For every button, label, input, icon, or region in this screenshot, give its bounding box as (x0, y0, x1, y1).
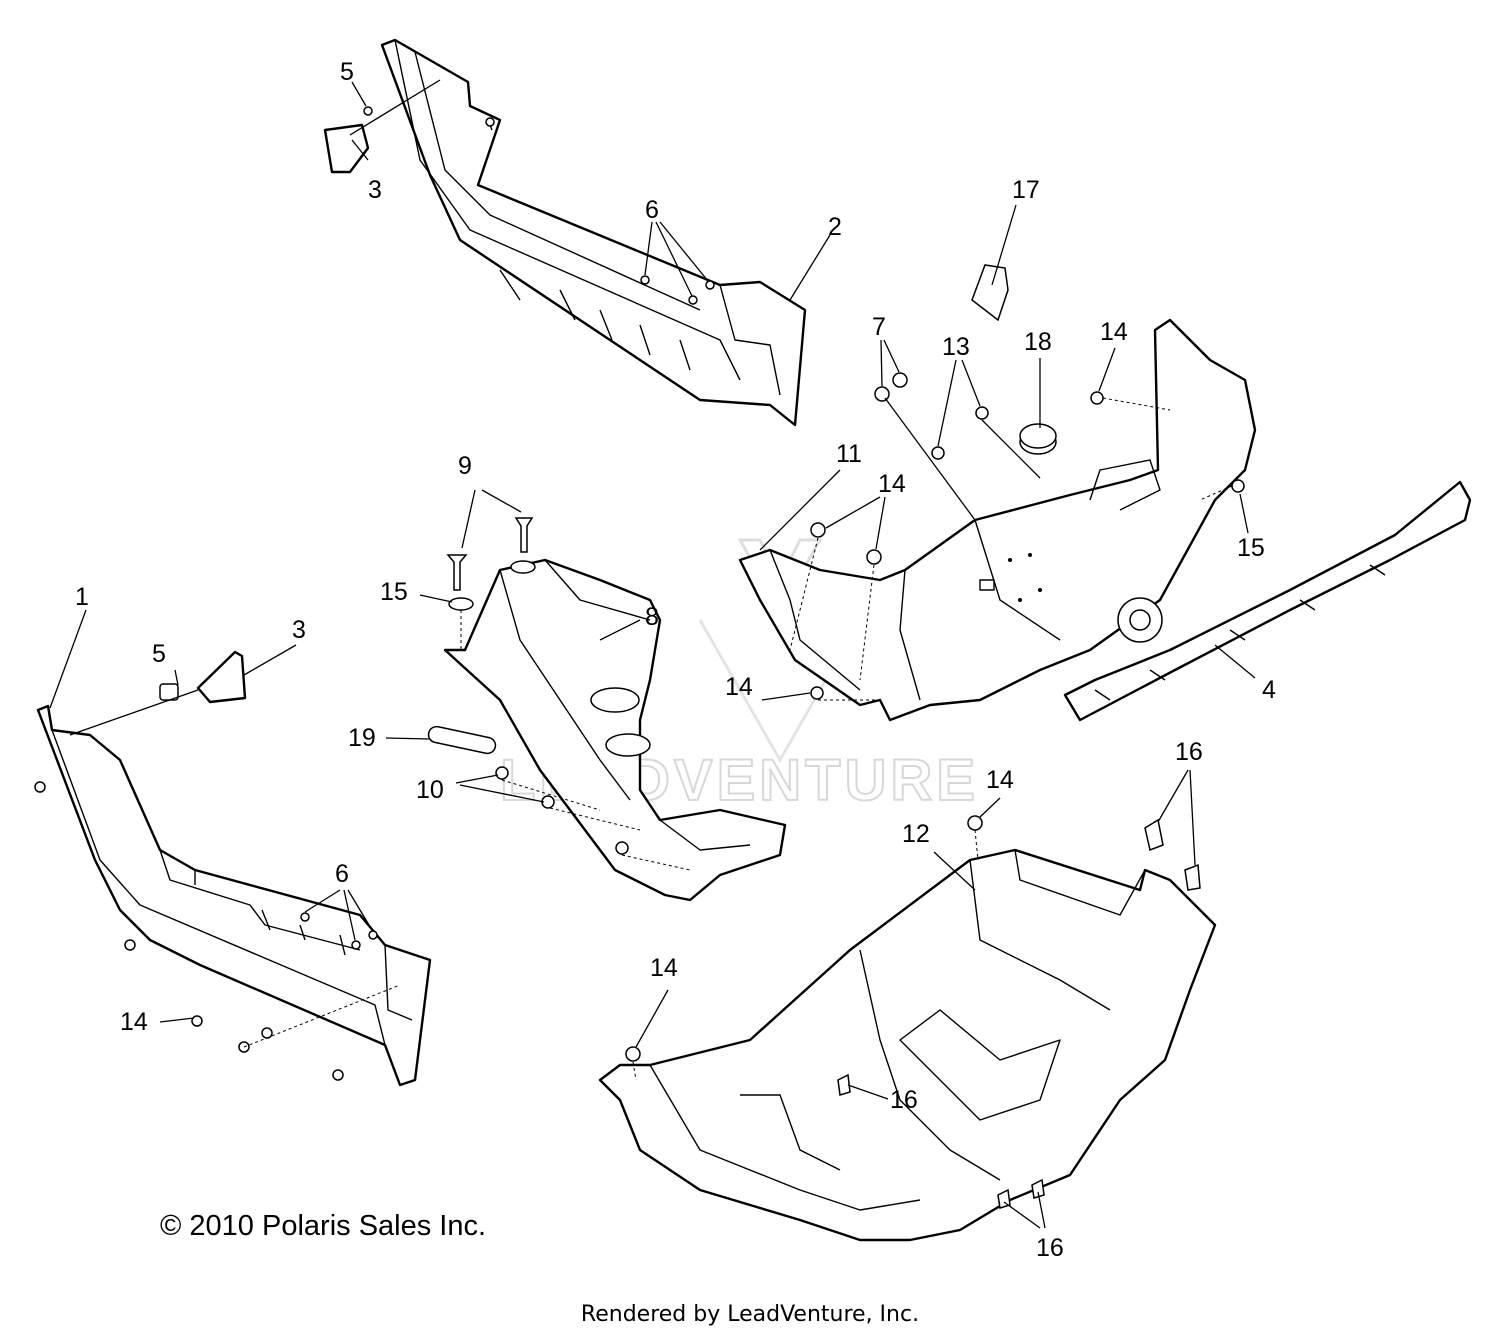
callout-9: 9 (458, 452, 472, 480)
callout-6: 6 (645, 196, 659, 224)
callout-19: 19 (348, 724, 376, 752)
callout-11: 11 (836, 440, 862, 468)
part-5-nut-upper (363, 106, 373, 116)
part-9-screws (446, 517, 534, 591)
rendered-by-footer: Rendered by LeadVenture, Inc. (580, 1302, 920, 1327)
callout-7: 7 (872, 313, 886, 341)
callout-16: 16 (1036, 1234, 1064, 1262)
callout-2: 2 (828, 213, 842, 241)
part-18-plug (1019, 423, 1057, 455)
part-16-clips (837, 818, 1201, 1209)
part-10-clips (495, 766, 629, 855)
part-2-floor-panel-upper (380, 38, 807, 427)
callout-12: 12 (902, 820, 930, 848)
callout-17: 17 (1012, 176, 1040, 204)
callout-3: 3 (368, 176, 382, 204)
part-12-floor-tub (598, 848, 1217, 1242)
callout-8: 8 (645, 603, 659, 631)
part-3-bracket-upper (323, 123, 370, 174)
callout-14: 14 (986, 766, 1014, 794)
part-8-center-console (443, 558, 787, 902)
callout-14: 14 (120, 1008, 148, 1036)
part-1-floor-panel-lower (36, 704, 432, 1087)
callout-16: 16 (1175, 738, 1203, 766)
part-11-rear-floor-panel (738, 318, 1257, 722)
callout-1: 1 (75, 583, 89, 611)
part-19-grommet (427, 725, 497, 755)
callout-18: 18 (1024, 328, 1052, 356)
callout-5: 5 (340, 58, 354, 86)
callout-5: 5 (152, 640, 166, 668)
part-13-push-rivets (931, 406, 989, 460)
part-15-washer-rear (1231, 479, 1245, 493)
callout-6: 6 (335, 860, 349, 888)
callout-14: 14 (1100, 318, 1128, 346)
part-6-screws (300, 275, 715, 950)
callout-3: 3 (292, 616, 306, 644)
part-17-cup-holder-ring (971, 264, 1009, 322)
callout-15: 15 (380, 578, 408, 606)
callout-labels: 5 3 6 2 17 7 13 18 14 11 14 15 4 9 15 8 … (75, 58, 1276, 1262)
callout-14: 14 (725, 673, 753, 701)
callout-4: 4 (1262, 676, 1276, 704)
part-4-skid-strip (1063, 480, 1472, 722)
callout-13: 13 (942, 333, 970, 361)
callout-15: 15 (1237, 534, 1265, 562)
part-7-screws (874, 372, 908, 402)
part-14-screws (34, 117, 1104, 1081)
callout-14: 14 (650, 954, 678, 982)
leader-lines (49, 79, 1256, 1229)
copyright-notice: © 2010 Polaris Sales Inc. (160, 1210, 487, 1242)
callout-10: 10 (416, 776, 444, 804)
part-3-bracket-lower (196, 650, 247, 704)
callout-16: 16 (890, 1086, 918, 1114)
callout-14: 14 (878, 470, 906, 498)
